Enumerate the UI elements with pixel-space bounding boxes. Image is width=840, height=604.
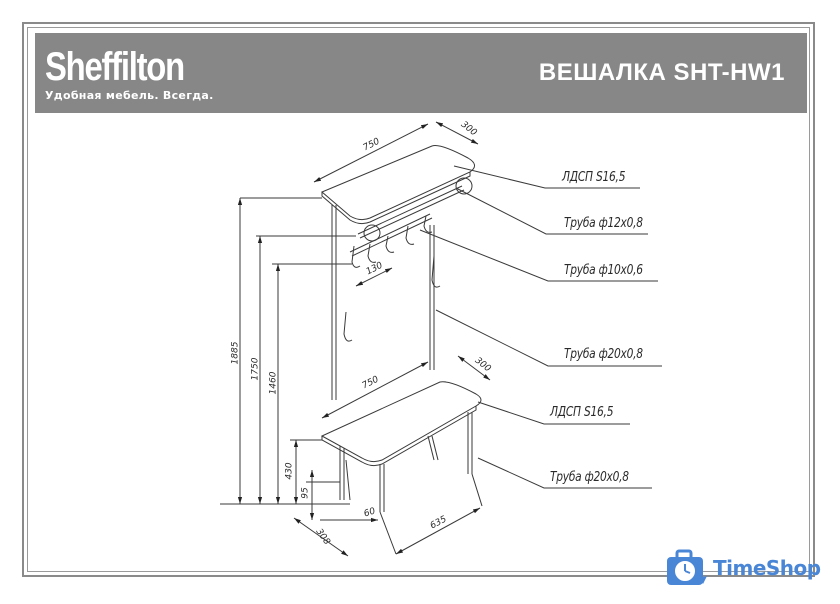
bench-seat xyxy=(320,381,482,467)
callout-rail-tube: Труба ф12х0,8 xyxy=(564,216,643,231)
callout-frame-tube: Труба ф20х0,8 xyxy=(564,347,643,362)
brand-name: Sheffilton xyxy=(45,45,185,89)
brand-logo: Sheffilton Удобная мебель. Всегда. xyxy=(45,47,214,102)
dim-total-height: 1885 xyxy=(230,341,241,365)
drawing-frame-outer xyxy=(22,22,815,577)
leader-lines xyxy=(419,165,662,489)
callout-hook-tube: Труба ф10х0,6 xyxy=(564,263,643,278)
hook-rail xyxy=(349,177,473,257)
dim-bench-height: 430 xyxy=(284,462,295,480)
drawing-frame-inner xyxy=(27,27,810,572)
title-block: Sheffilton Удобная мебель. Всегда. ВЕШАЛ… xyxy=(35,33,807,113)
hooks xyxy=(343,215,441,342)
briefcase-clock-icon xyxy=(667,549,707,585)
callout-bench-material: ЛДСП S16,5 xyxy=(550,405,614,420)
top-shelf xyxy=(321,145,475,225)
timeshop-text: TimeShop xyxy=(713,556,821,580)
dim-height-1750: 1750 xyxy=(250,357,261,381)
callout-bench-leg-tube: Труба ф20х0,8 xyxy=(550,470,629,485)
callout-top-shelf-material: ЛДСП S16,5 xyxy=(562,170,626,185)
top-shelf-dimensions xyxy=(313,121,479,287)
vertical-dimensions xyxy=(220,197,356,520)
timeshop-watermark: TimeShop xyxy=(663,548,821,588)
dim-leg-offset: 95 xyxy=(300,487,311,499)
bench-legs xyxy=(345,412,473,512)
product-title: ВЕШАЛКА SHT-HW1 xyxy=(538,59,785,86)
bench-dimensions xyxy=(293,355,491,557)
dim-height-1460: 1460 xyxy=(268,371,279,395)
brand-tagline: Удобная мебель. Всегда. xyxy=(45,89,214,102)
